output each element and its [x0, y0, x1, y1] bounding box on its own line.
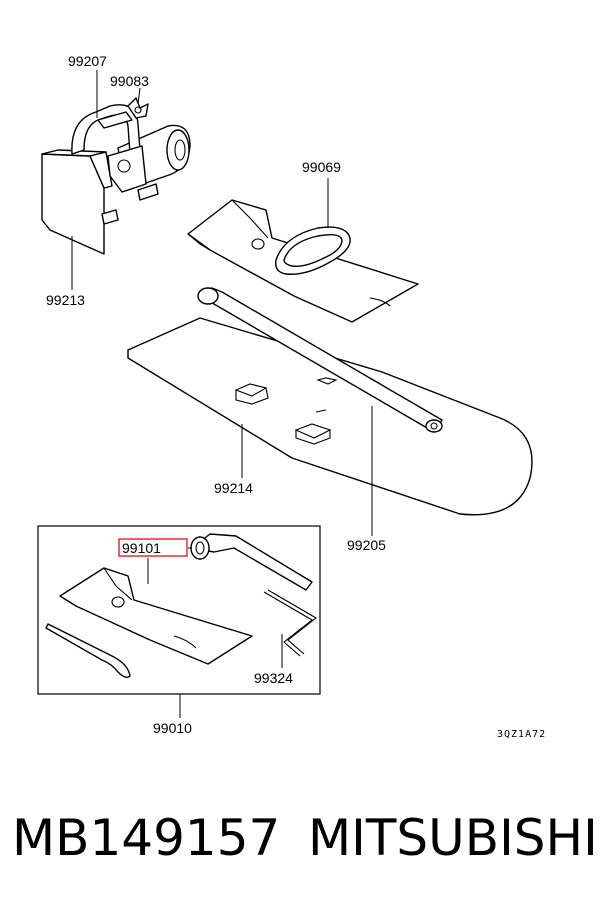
- wrench-socket-icon: [190, 536, 210, 560]
- tool-kit-frame: [37, 525, 321, 695]
- handle-bar-assembly: [197, 287, 443, 433]
- jack-pad-side: [89, 151, 113, 189]
- wing-nut-icon: [127, 97, 149, 119]
- board-cutout-1: [234, 383, 269, 405]
- callout-99083: 99083: [110, 73, 149, 89]
- callout-99101: 99101: [122, 540, 161, 556]
- jack-bolt: [101, 209, 119, 225]
- handle-bar-end-icon: [197, 287, 219, 305]
- callout-99069: 99069: [302, 159, 341, 175]
- board: [127, 317, 533, 516]
- jack-assembly: [41, 97, 191, 255]
- tool-kit-contents: [45, 533, 317, 679]
- jack-pad-front: [41, 153, 105, 255]
- jack-clamp: [107, 145, 147, 193]
- tool-kit-bag: [59, 567, 253, 665]
- jack-bracket: [71, 104, 141, 155]
- callout-99213: 99213: [46, 292, 85, 308]
- callout-99010: 99010: [153, 720, 192, 736]
- parts-diagram: 99207 99083 99213 99069 99214 99205 9910…: [37, 53, 546, 740]
- board-cutout-2: [294, 423, 332, 445]
- footer: MB149157 MITSUBISHI: [0, 800, 600, 880]
- wheel-wrench: [191, 533, 313, 591]
- board-assembly: [127, 317, 533, 516]
- callout-99205: 99205: [347, 537, 386, 553]
- callout-99207: 99207: [68, 53, 107, 69]
- jack-bolt-2: [137, 183, 159, 201]
- highlight-box: [118, 538, 188, 557]
- part-number: MB149157: [12, 809, 281, 867]
- brand-name: MITSUBISHI: [308, 809, 598, 867]
- callout-99324: 99324: [254, 670, 293, 686]
- leader-lines: [71, 70, 373, 718]
- drawing-code: 3QZ1A72: [497, 729, 546, 740]
- tool-bag-assembly: [187, 199, 419, 323]
- callout-99214: 99214: [214, 480, 253, 496]
- pry-bar: [45, 623, 131, 679]
- hook-tool: [263, 591, 313, 657]
- jack-cylinder-end: [166, 129, 190, 171]
